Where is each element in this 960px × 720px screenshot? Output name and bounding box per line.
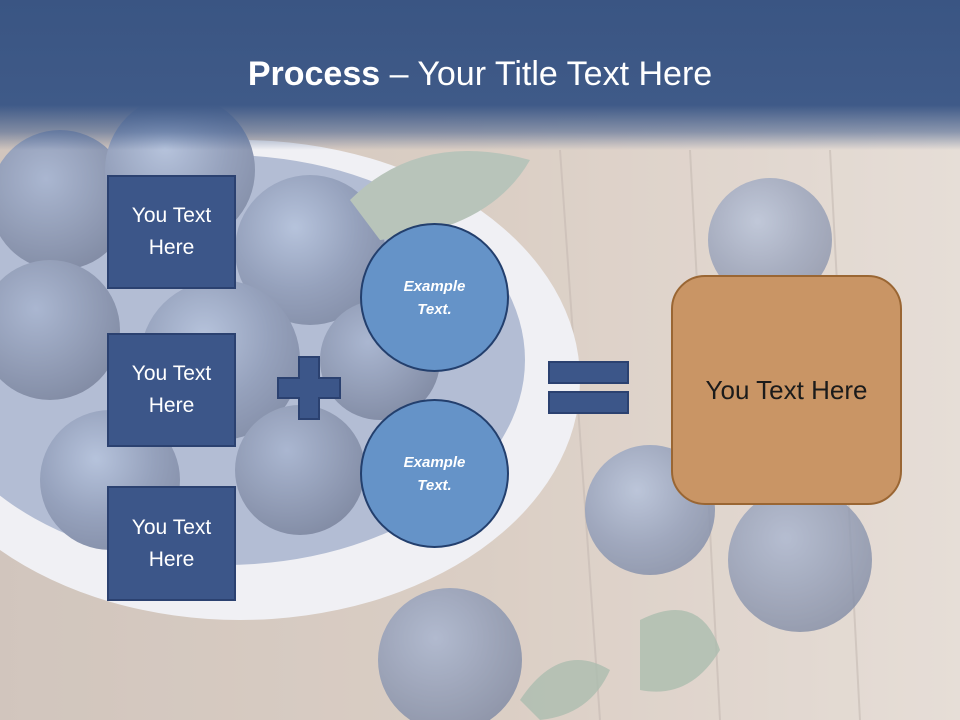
left-box-label: You Text Here: [131, 362, 212, 417]
plus-icon: [277, 356, 341, 420]
left-box-2[interactable]: You Text Here: [107, 333, 236, 447]
left-box-3[interactable]: You Text Here: [107, 486, 236, 601]
slide-title: Process – Your Title Text Here: [0, 52, 960, 96]
title-bold: Process: [247, 55, 381, 93]
circle-label: Example Text.: [403, 453, 466, 494]
left-box-label: You Text Here: [131, 204, 212, 259]
title-bar: [0, 0, 960, 150]
result-box[interactable]: You Text Here: [671, 275, 902, 505]
title-rest: – Your Title Text Here: [380, 55, 713, 93]
left-box-label: You Text Here: [131, 515, 212, 571]
circle-2[interactable]: Example Text.: [360, 399, 509, 548]
left-box-1[interactable]: You Text Here: [107, 175, 236, 289]
equals-icon: [548, 361, 629, 414]
circle-1[interactable]: Example Text.: [360, 223, 509, 372]
circle-label: Example Text.: [403, 277, 466, 318]
result-label: You Text Here: [705, 374, 868, 405]
